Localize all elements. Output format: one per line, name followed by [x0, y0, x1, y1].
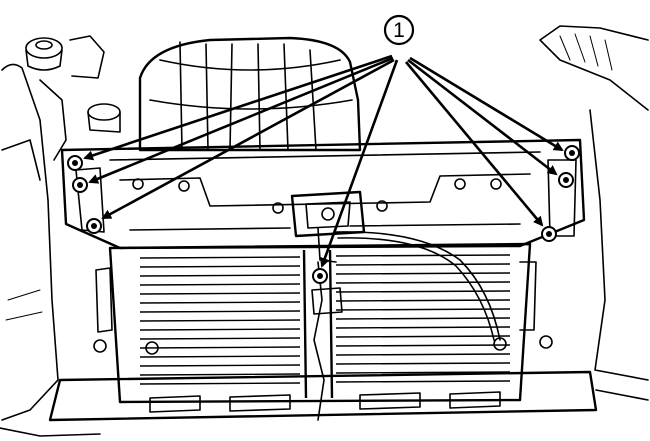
leader-arrow-right-lower: [405, 61, 544, 227]
radiator-fin: [139, 256, 301, 259]
lower-support: [0, 370, 598, 437]
bolt-left-lower: [86, 218, 102, 234]
leader-arrow-left-lower: [101, 58, 395, 220]
callout-leaders: [83, 54, 564, 268]
radiator-fin: [139, 328, 301, 331]
radiator-fin: [335, 371, 511, 374]
leader-arrow-left-middle: [88, 56, 394, 184]
radiator-fin: [335, 353, 511, 356]
radiator-fin: [139, 274, 301, 277]
leader-arrow-center: [320, 59, 399, 268]
engine-cover: [87, 36, 362, 152]
radiator-fin: [335, 263, 511, 266]
radiator-fin: [139, 373, 301, 376]
secondary-fasteners: [93, 178, 553, 355]
radiator-fin: [139, 355, 301, 358]
hood-release-cable: [311, 231, 501, 421]
radiator-fin: [335, 272, 511, 275]
radiator-fin: [335, 308, 511, 311]
leader-arrow-left-upper: [83, 54, 393, 161]
radiator-fin: [139, 310, 301, 313]
right-fender: [539, 25, 649, 401]
radiator-fin: [335, 281, 511, 284]
radiator-fin: [335, 326, 511, 329]
callout-bubble: 1: [383, 14, 415, 46]
radiator-fin: [335, 380, 511, 383]
radiator-fin: [139, 337, 301, 340]
radiator-fin: [139, 265, 301, 268]
radiator-fin: [139, 346, 301, 349]
radiator-fin: [139, 292, 301, 295]
bolt-left-upper: [67, 155, 83, 171]
bolt-right-upper: [564, 145, 580, 161]
bolt-left-middle: [72, 177, 88, 193]
upper-crossmember: [60, 138, 586, 250]
callout-label: 1: [393, 19, 405, 42]
radiator-fin: [139, 364, 301, 367]
radiator-fin: [335, 290, 511, 293]
mounting-bolts: [67, 145, 580, 284]
radiator-fin: [335, 299, 511, 302]
leader-arrow-right-middle: [407, 58, 558, 176]
bolt-right-middle: [558, 172, 574, 188]
radiator-fin: [335, 317, 511, 320]
radiator-fin: [139, 283, 301, 286]
reservoir-cap: [25, 35, 105, 161]
bolt-right-lower: [541, 226, 557, 242]
radiator-fin: [335, 335, 511, 338]
radiator: [95, 242, 537, 404]
radiator-fin: [139, 301, 301, 304]
left-fender: [1, 63, 59, 421]
radiator-fin: [335, 254, 511, 257]
radiator-fin: [139, 382, 301, 385]
radiator-fin: [139, 319, 301, 322]
bolt-center-latch: [312, 268, 328, 284]
radiator-fins-left: [139, 256, 301, 385]
radiator-fin: [335, 362, 511, 365]
leader-arrow-right-upper: [409, 56, 564, 152]
radiator-fins-right: [335, 254, 511, 383]
radiator-fin: [335, 344, 511, 347]
